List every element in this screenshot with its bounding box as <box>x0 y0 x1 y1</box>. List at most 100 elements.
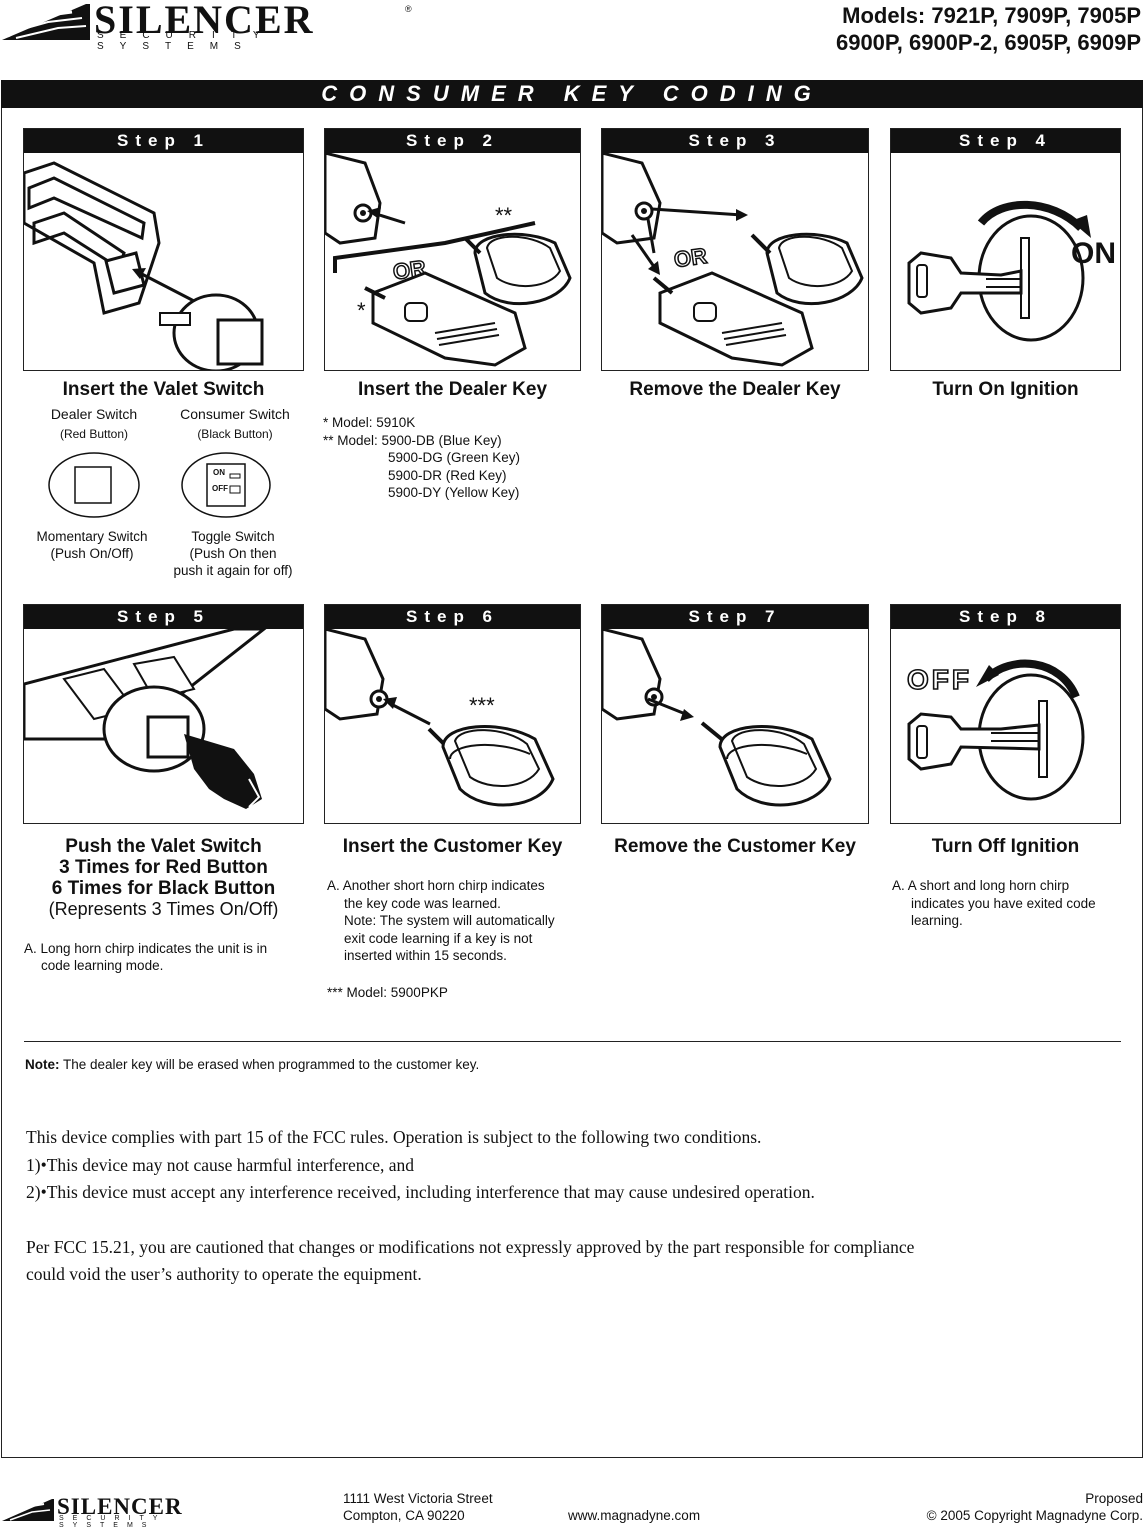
dealer-switch-title: Dealer Switch <box>50 406 138 422</box>
model-note-2: ** Model: 5900-DB (Blue Key) <box>323 432 502 448</box>
brand-tagline: SECURITY SYSTEMS <box>97 30 276 52</box>
momentary-switch-desc: Momentary Switch (Push On/Off) <box>26 528 158 562</box>
ignition-off-illustration: OFF <box>906 659 1085 801</box>
or-label: OR <box>672 243 708 272</box>
mark-double-star: ** <box>495 203 513 228</box>
footer-copyright: © 2005 Copyright Magnadyne Corp. <box>926 1508 1143 1523</box>
step-6-caption: Insert the Customer Key <box>342 836 563 857</box>
note-label: Note: <box>25 1057 60 1072</box>
fcc-statement: This device complies with part 15 of the… <box>26 1124 914 1289</box>
footer-brand-name: SILENCER <box>57 1494 183 1519</box>
footer-address: 1111 West Victoria Street Compton, CA 90… <box>343 1490 493 1524</box>
step-1-caption: Insert the Valet Switch <box>62 379 265 400</box>
toggle-line-2: (Push On then <box>189 546 277 561</box>
step-8-note-2: indicates you have exited code <box>911 895 1096 911</box>
step-4-header: Step 4 <box>891 129 1120 153</box>
step-4-panel: Step 4 ON <box>890 128 1121 371</box>
dealer-key-note: Note: The dealer key will be erased when… <box>25 1056 479 1073</box>
momentary-switch-icon <box>48 452 140 518</box>
step-5-header: Step 5 <box>24 605 303 629</box>
fcc-line-1: This device complies with part 15 of the… <box>26 1127 762 1147</box>
momentary-line-1: Momentary Switch <box>36 529 148 544</box>
fcc-line-2: 1)•This device may not cause harmful int… <box>26 1154 415 1175</box>
model-note-1: * Model: 5910K <box>323 415 416 430</box>
fcc-line-4: Per FCC 15.21, you are cautioned that ch… <box>26 1236 915 1257</box>
step-2-model-notes: * Model: 5910K ** Model: 5900-DB (Blue K… <box>323 414 583 502</box>
step-6-note-4: exit code learning if a key is not <box>344 930 533 946</box>
step-2-panel: Step 2 OR ** * <box>324 128 581 371</box>
step-5-caption-line-4: (Represents 3 Times On/Off) <box>48 899 279 919</box>
valet-switch-insert-illustration <box>24 161 264 370</box>
step-5-note: A. Long horn chirp indicates the unit is… <box>24 940 304 974</box>
step-3-header: Step 3 <box>602 129 868 153</box>
footer-brand-tagline: SECURITY SYSTEMS <box>59 1515 167 1529</box>
step-7-panel: Step 7 <box>601 604 869 824</box>
page-title-banner: CONSUMER KEY CODING <box>1 80 1143 108</box>
valet-switch-push-illustration <box>24 629 267 809</box>
step-1-panel: Step 1 <box>23 128 304 371</box>
fcc-line-5: could void the user’s authority to opera… <box>26 1264 422 1284</box>
step-8-note-3: learning. <box>911 913 963 929</box>
step-5-caption-line-2: 3 Times for Red Button <box>59 857 268 878</box>
dealer-key-remove-illustration: OR <box>602 153 864 367</box>
models-heading: Models: 7921P, 7909P, 7905P 6900P, 6900P… <box>836 2 1141 56</box>
model-note-5: 5900-DY (Yellow Key) <box>388 485 520 501</box>
note-text: The dealer key will be erased when progr… <box>59 1057 480 1072</box>
step-8-panel: Step 8 OFF <box>890 604 1121 824</box>
footer-address-line-2: Compton, CA 90220 <box>343 1508 465 1523</box>
ignition-on-illustration: ON <box>907 200 1116 342</box>
silencer-logo-icon <box>2 1499 54 1521</box>
step-6-note-6: *** Model: 5900PKP <box>327 984 448 1000</box>
model-note-4: 5900-DR (Red Key) <box>388 467 507 483</box>
registered-mark: ® <box>405 4 412 14</box>
footer-copyright-block: Proposed © 2005 Copyright Magnadyne Corp… <box>927 1490 1143 1524</box>
step-3-panel: Step 3 OR <box>601 128 869 371</box>
dealer-key-insert-illustration: OR ** * <box>325 153 572 367</box>
toggle-switch-icon: ON OFF <box>180 450 272 520</box>
toggle-on-label: ON <box>213 468 225 477</box>
ignition-on-label: ON <box>1071 237 1116 270</box>
models-line-1: Models: 7921P, 7909P, 7905P <box>842 3 1141 28</box>
step-8-caption: Turn Off Ignition <box>931 836 1080 857</box>
step-8-notes: A. A short and long horn chirp indicates… <box>892 877 1122 930</box>
fcc-line-3: 2)•This device must accept any interfere… <box>26 1182 815 1202</box>
toggle-off-label: OFF <box>212 484 228 493</box>
consumer-switch-title: Consumer Switch <box>180 406 290 422</box>
momentary-line-2: (Push On/Off) <box>50 546 134 561</box>
models-line-2: 6900P, 6900P-2, 6905P, 6909P <box>835 30 1141 55</box>
brand-name: SILENCER <box>94 0 315 42</box>
footer-status: Proposed <box>1085 1491 1143 1506</box>
step-6-note-1: A. Another short horn chirp indicates <box>327 878 545 893</box>
model-note-3: 5900-DG (Green Key) <box>388 450 521 466</box>
mark-triple-star: *** <box>469 693 495 718</box>
toggle-line-1: Toggle Switch <box>191 529 275 544</box>
footer-website: www.magnadyne.com <box>568 1508 701 1523</box>
ignition-off-label: OFF <box>907 664 972 695</box>
step-5-caption: Push the Valet Switch 3 Times for Red Bu… <box>23 836 304 920</box>
step-3-caption: Remove the Dealer Key <box>629 379 841 400</box>
step-5-caption-line-3: 6 Times for Black Button <box>51 878 276 899</box>
footer-address-line-1: 1111 West Victoria Street <box>343 1491 493 1506</box>
header-logo: SILENCER ® SECURITY SYSTEMS <box>2 0 412 52</box>
step-2-header: Step 2 <box>325 129 580 153</box>
consumer-switch-sub: (Black Button) <box>197 427 273 441</box>
step-7-caption: Remove the Customer Key <box>614 836 856 857</box>
step-5-caption-line-1: Push the Valet Switch <box>65 836 262 857</box>
step-1-header: Step 1 <box>24 129 303 153</box>
step-6-notes: A. Another short horn chirp indicates th… <box>327 877 587 1002</box>
step-6-header: Step 6 <box>325 605 580 629</box>
step-5-panel: Step 5 <box>23 604 304 824</box>
footer-logo: SILENCER SECURITY SYSTEMS <box>2 1494 262 1529</box>
step-8-header: Step 8 <box>891 605 1120 629</box>
step-5-note-line-1: A. Long horn chirp indicates the unit is… <box>24 941 268 956</box>
section-divider <box>24 1041 1121 1042</box>
step-5-note-line-2: code learning mode. <box>41 958 164 973</box>
customer-key-insert-illustration: *** <box>325 629 555 807</box>
customer-key-remove-illustration <box>602 629 832 807</box>
step-6-panel: Step 6 *** <box>324 604 581 824</box>
step-8-note-1: A. A short and long horn chirp <box>892 878 1070 893</box>
mark-star: * <box>357 298 366 323</box>
toggle-line-3: push it again for off) <box>173 563 293 578</box>
step-6-note-5: inserted within 15 seconds. <box>344 948 507 964</box>
step-2-caption: Insert the Dealer Key <box>357 379 548 400</box>
